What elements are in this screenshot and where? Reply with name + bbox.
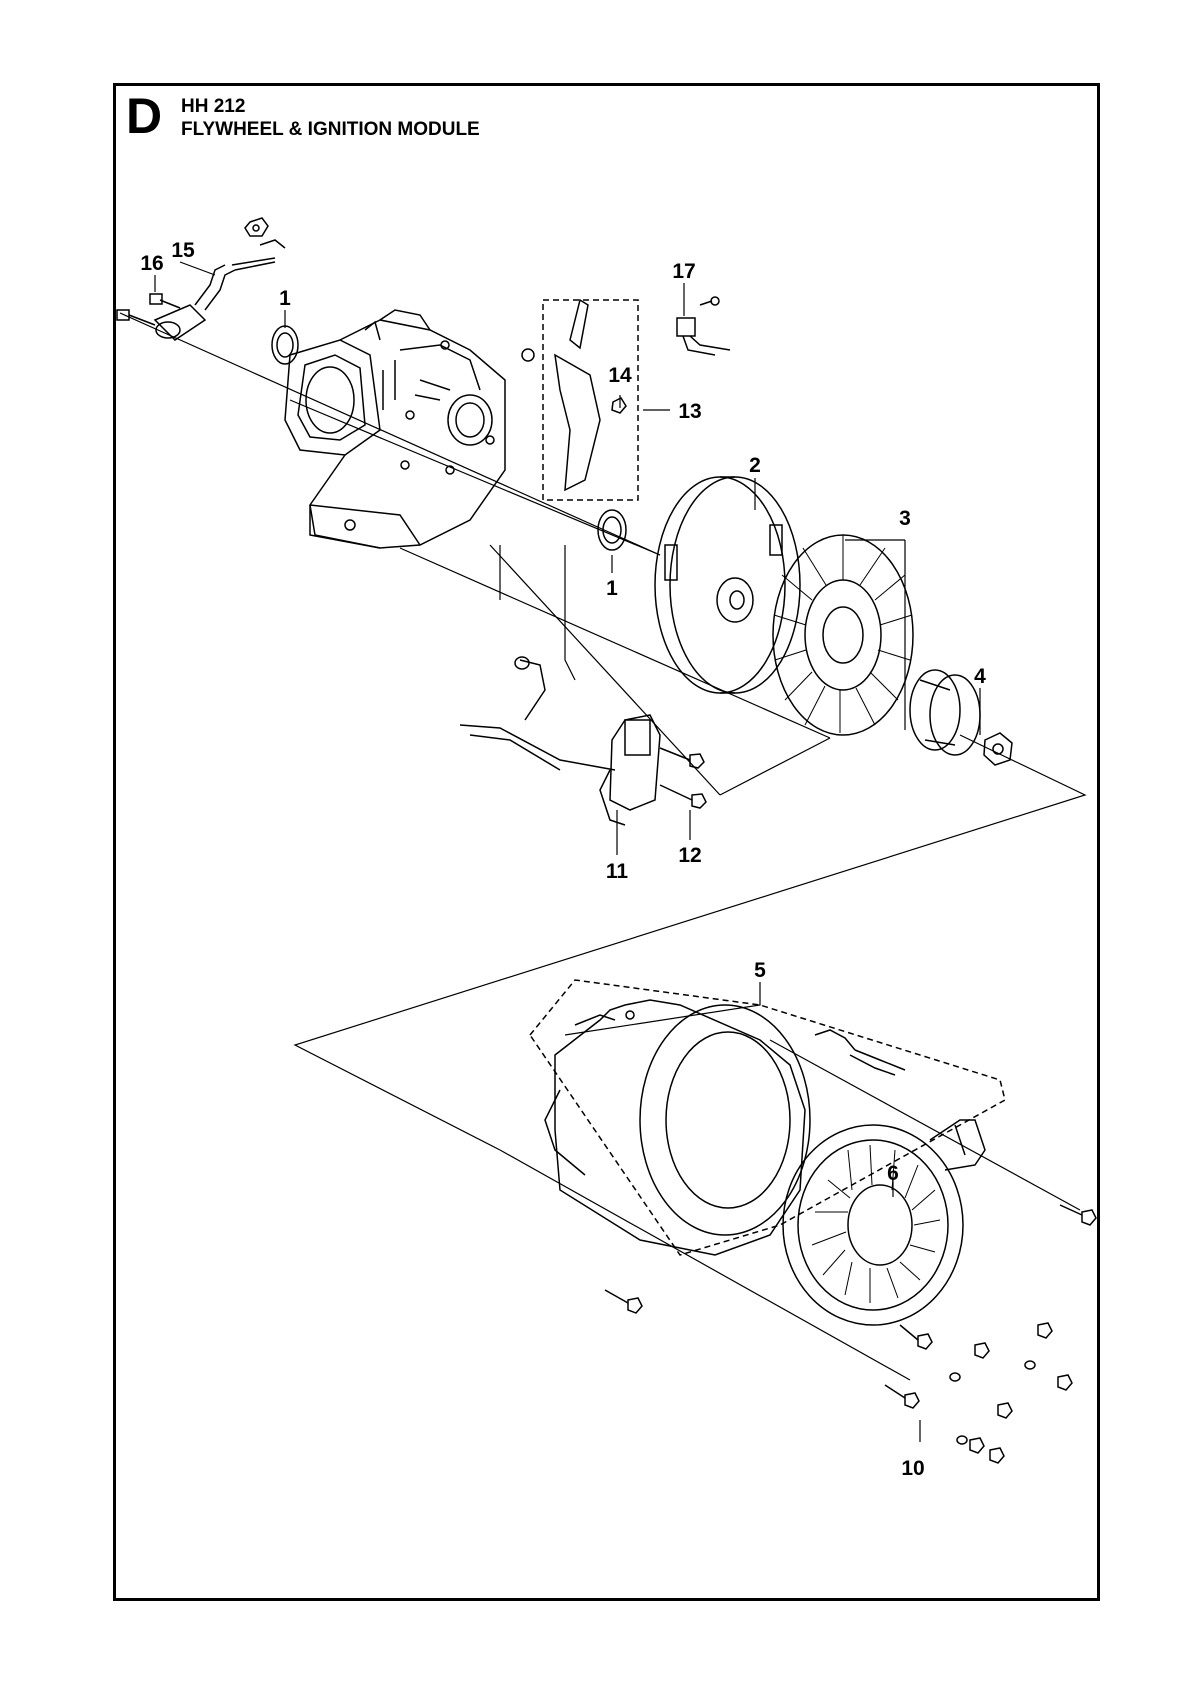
section-letter: D [126,88,163,144]
bolt-16 [149,293,181,309]
bolt-12b [659,784,707,809]
bolt-left [116,309,156,326]
assembly-lines [119,312,1087,1381]
callout-17: 17 [672,260,695,283]
callout-2: 2 [749,454,761,477]
diagram-frame [113,83,1100,1601]
callout-16: 16 [140,252,163,275]
callout-13: 13 [678,400,701,423]
nut-top [244,217,269,237]
callout-4: 4 [974,665,986,688]
ignition-switch [676,296,731,356]
fan-housing [529,979,1006,1256]
breather-elbow [153,239,286,341]
cooling-fan [772,534,914,736]
callout-3: 3 [899,507,911,530]
bracket-assembly [521,298,639,501]
bolt-12a [659,747,705,769]
oil-seal-lower [597,509,627,551]
callout-15: 15 [171,239,195,262]
callout-5: 5 [754,959,766,982]
callout-12: 12 [678,844,701,867]
ignition-module [459,656,661,826]
flywheel [654,476,801,694]
callout-1-lower: 1 [606,577,618,600]
callout-labels: 1 1 2 3 4 5 6 10 11 12 13 14 15 16 17 [140,239,986,1480]
callout-6: 6 [887,1162,899,1185]
recoil-starter [782,1119,986,1326]
engine-block [284,309,506,549]
leader-lines [154,261,981,1442]
callout-11: 11 [606,860,629,883]
diagram-title: FLYWHEEL & IGNITION MODULE [181,119,480,140]
flywheel-nut [983,732,1013,766]
housing-screws [604,1204,1097,1464]
callout-1-upper: 1 [279,287,291,310]
callout-10: 10 [901,1457,924,1480]
starter-cup [909,669,981,756]
callout-14: 14 [608,364,632,387]
model-number: HH 212 [181,96,246,117]
oil-seal-upper [271,325,299,365]
